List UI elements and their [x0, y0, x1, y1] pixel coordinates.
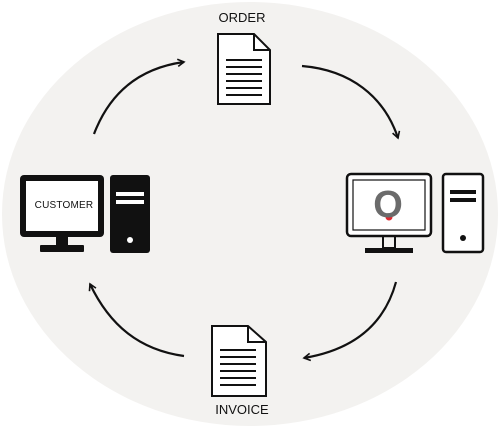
arrow-vendor-to-invoice [302, 281, 398, 362]
arrow-customer-to-order [92, 58, 186, 135]
customer-label: CUSTOMER [34, 200, 94, 211]
logo-accent-dot [385, 213, 393, 221]
arrow-invoice-to-customer [88, 282, 185, 358]
desktop-computer-icon [345, 172, 485, 254]
document-icon [211, 325, 267, 397]
arrow-order-to-vendor [301, 64, 401, 140]
vendor-logo-letter: O [373, 184, 403, 226]
document-icon [217, 33, 271, 105]
invoice-label: INVOICE [215, 402, 269, 417]
order-label: ORDER [218, 10, 266, 25]
desktop-computer-icon [20, 175, 150, 253]
